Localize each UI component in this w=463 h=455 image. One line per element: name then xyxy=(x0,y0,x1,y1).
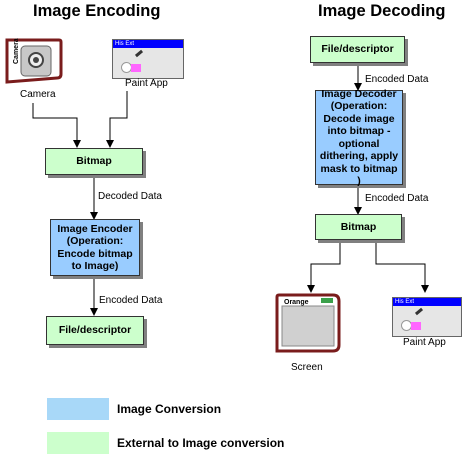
encoding-bitmap-box: Bitmap xyxy=(45,148,143,175)
image-encoder-box: Image Encoder (Operation: Encode bitmap … xyxy=(50,219,140,276)
legend-label-external: External to Image conversion xyxy=(117,436,285,450)
screen-caption: Screen xyxy=(291,362,323,373)
image-decoder-box: Image Decoder (Operation: Decode image i… xyxy=(315,88,403,187)
decoding-decoded-data-label: Encoded Data xyxy=(365,193,429,204)
decoding-bitmap-box: Bitmap xyxy=(315,214,402,240)
paint-app-titlebar: His Ext xyxy=(393,298,461,306)
paint-app-caption-decoding: Paint App xyxy=(403,337,446,348)
screen-icon: Orange xyxy=(275,293,341,353)
camera-icon: Camera xyxy=(5,38,63,84)
encoding-decoded-data-label: Decoded Data xyxy=(98,191,162,202)
decoding-title: Image Decoding xyxy=(318,2,446,20)
encoding-encoded-data-label: Encoded Data xyxy=(99,295,163,306)
camera-caption: Camera xyxy=(20,89,56,100)
paint-app-titlebar: His Ext xyxy=(113,40,183,48)
legend-label-conversion: Image Conversion xyxy=(117,402,222,416)
bitmap-to-screen-arrow xyxy=(307,240,341,293)
paint-app-icon: His Ext xyxy=(112,39,184,79)
encoding-file-descriptor-box: File/descriptor xyxy=(46,316,144,345)
encoding-title: Image Encoding xyxy=(33,2,161,20)
camera-icon-text: Camera xyxy=(13,38,20,64)
decoding-encoded-data-label: Encoded Data xyxy=(365,74,429,85)
camera-to-bitmap-arrow xyxy=(32,103,81,148)
paintapp-to-bitmap-arrow xyxy=(106,91,128,148)
paint-app-icon: His Ext xyxy=(392,297,462,337)
decoding-file-descriptor-box: File/descriptor xyxy=(310,36,405,63)
legend-swatch-conversion xyxy=(47,398,109,420)
paint-app-caption-encoding: Paint App xyxy=(125,78,168,89)
bitmap-to-paintapp-arrow xyxy=(375,240,429,293)
screen-icon-text: Orange xyxy=(284,299,309,306)
legend-swatch-external xyxy=(47,432,109,454)
